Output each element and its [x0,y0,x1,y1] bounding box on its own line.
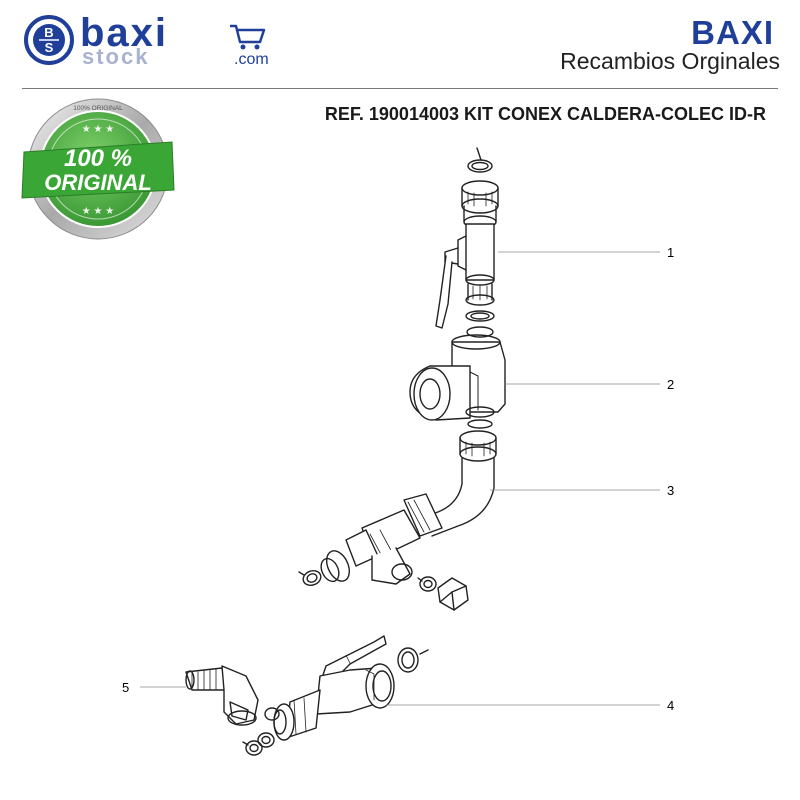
logo-letter-b: B [44,25,53,40]
callout-5: 5 [122,680,129,695]
tagline: Recambios Orginales [560,48,780,74]
callout-2: 2 [667,377,674,392]
seal-ring-text: 100% ORIGINAL [73,105,123,112]
pump-2 [409,334,506,429]
mid-o-ring [465,310,495,338]
valve-seal-ring-right [397,647,429,673]
seal-main-text: 100 % [64,145,132,172]
top-o-ring [467,147,493,173]
header-divider [22,88,778,89]
logo-main-text: baxi [80,11,168,55]
lower-union-nut [459,430,497,462]
svg-text:★ ★ ★: ★ ★ ★ [82,124,114,135]
logo-sub-text: stock [82,44,149,69]
logo-letter-s: S [45,40,54,55]
ball-valve-4 [273,635,395,741]
brand-name: BAXI [691,14,774,51]
baxistock-logo[interactable]: B S baxi stock .com [24,10,284,72]
ball-valve-1 [435,223,495,329]
top-union-nut [461,180,499,229]
elbow-fitting-5 [185,665,280,726]
cap-nut [437,577,469,611]
original-seal-badge: ★ ★ ★ ★ ★ ★ 100 % ORIGINAL 100% ORIGINAL [21,98,175,240]
callout-3: 3 [667,483,674,498]
tee-seal-rings [298,570,437,592]
callout-leader-lines [140,251,660,706]
callout-1: 1 [667,245,674,260]
bottom-seal-rings [242,732,275,756]
bent-pipe-3 [419,457,495,537]
svg-text:★ ★ ★: ★ ★ ★ [82,206,114,217]
logo-domain-text: .com [234,51,269,68]
callout-4: 4 [667,698,674,713]
collector-tee [320,493,443,585]
product-ref-title: REF. 190014003 KIT CONEX CALDERA-COLEC I… [324,104,766,124]
cart-icon [230,24,266,50]
seal-sub-text: ORIGINAL [44,170,152,195]
